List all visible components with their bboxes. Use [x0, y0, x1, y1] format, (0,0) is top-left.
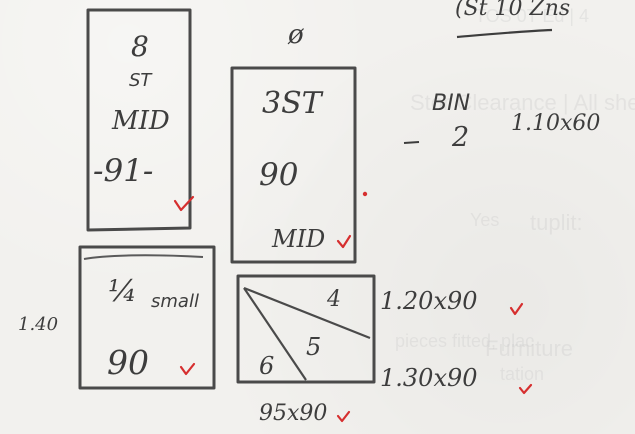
corner-note-underline [456, 28, 553, 39]
right-top-box [230, 66, 357, 264]
check-size-2 [518, 383, 533, 395]
right-bottom-diagonal-1 [243, 286, 371, 340]
bin-dash [403, 141, 420, 144]
check-base [336, 410, 351, 423]
right-bottom-box [236, 274, 376, 384]
right-bottom-size-1: 1.20x90 [380, 287, 478, 315]
right-bottom-6: 6 [259, 352, 274, 380]
ghost-text-line-1: TOS 0T Ed | 4 [475, 6, 590, 26]
check-left-bottom [179, 362, 196, 376]
right-top-90: 90 [259, 157, 298, 193]
check-right-top [336, 234, 352, 249]
left-bottom-90: 90 [107, 343, 149, 382]
ghost-text-line-5: Furniture [485, 336, 574, 361]
right-top-mid: MID [271, 225, 325, 253]
left-bottom-quarter: ¼ [108, 274, 137, 309]
right-bottom-size-2: 1.30x90 [380, 364, 478, 392]
ghost-text-line-4: Yes [470, 210, 500, 230]
left-top-91: -91- [93, 153, 153, 189]
right-bottom-diagonal-2 [243, 287, 307, 381]
left-bottom-small: small [151, 291, 199, 312]
right-bottom-5: 5 [306, 333, 321, 361]
left-top-mid: MID [111, 106, 170, 136]
ghost-text-line-7: tation [500, 364, 545, 384]
ghost-text-line-6: pieces fitted, plac [395, 331, 535, 351]
bin-number: 2 [451, 122, 469, 153]
right-bottom-base: 95x90 [259, 401, 327, 426]
left-top-box [86, 8, 192, 232]
bin-size: 1.10x60 [511, 111, 600, 136]
check-left-top [173, 195, 195, 212]
ghost-text-line-3: tuplit: [530, 210, 583, 235]
right-top-3st: 3ST [262, 86, 324, 121]
right-bottom-4: 4 [326, 287, 341, 312]
red-dot [362, 191, 368, 197]
right-top-slash: ø [287, 20, 304, 50]
left-top-st: ST [129, 70, 153, 91]
left-bottom-side: 1.40 [18, 314, 58, 335]
left-bottom-box [78, 245, 216, 390]
ghost-text-line-2: Stor Clearance | All shelves c [410, 90, 635, 115]
check-size-1 [509, 302, 524, 316]
left-top-number: 8 [131, 30, 149, 63]
corner-note: (St 10 Zns [455, 0, 570, 21]
bin-label: BIN [432, 91, 470, 116]
left-bottom-top-line [83, 254, 204, 260]
